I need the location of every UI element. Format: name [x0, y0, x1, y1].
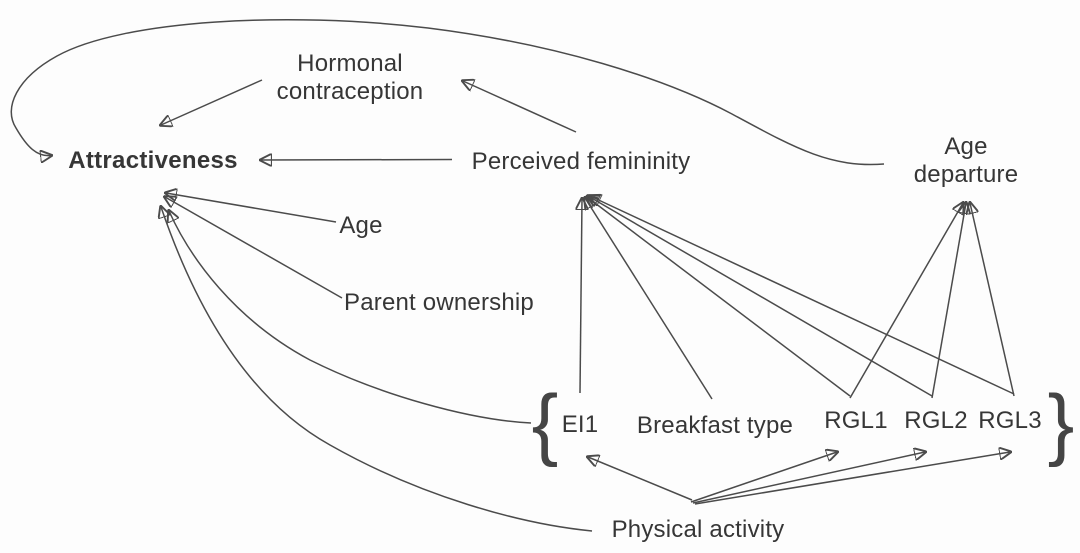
brace-left: { [531, 378, 559, 468]
edge-pf-to-hc [463, 81, 577, 133]
edge-rgl3-to-pf [590, 196, 1015, 395]
edge-pa-to-rgl3 [694, 452, 1010, 505]
node-physical-activity: Physical activity [611, 516, 785, 543]
node-rgl3: RGL3 [978, 407, 1042, 434]
node-rgl2: RGL2 [904, 407, 968, 434]
node-rgl1: RGL1 [824, 407, 888, 434]
node-hormonal-contraception: Hormonal contraception [276, 50, 424, 105]
brace-right: } [1047, 378, 1075, 468]
edge-pa-to-attractiveness [161, 207, 593, 532]
edge-hc-to-attractiveness [161, 79, 263, 125]
node-attractiveness: Attractiveness [68, 147, 238, 174]
edge-agedep-to-attractiveness [10, 18, 885, 166]
edge-ei1-to-pf [580, 199, 582, 394]
node-ei1: EI1 [561, 411, 599, 438]
edge-pa-to-ei1 [588, 457, 693, 501]
node-parent-ownership: Parent ownership [344, 289, 534, 316]
edge-rgl1-to-pf [587, 197, 851, 397]
edge-pa-to-rgl1 [690, 452, 837, 503]
node-perceived-femininity: Perceived femininity [471, 148, 691, 175]
edge-parent-to-attractiveness [165, 197, 343, 299]
edge-rgl1-to-agedep [849, 203, 963, 399]
edge-age-to-attractiveness [166, 193, 337, 223]
edge-rgl3-to-agedep [970, 203, 1015, 397]
edge-rgl2-to-agedep [931, 203, 966, 399]
edge-rgl2-to-pf [588, 196, 933, 397]
edge-group-to-attractiveness [169, 211, 532, 424]
node-age-departure: Age departure [913, 133, 1019, 188]
edge-pa-to-rgl2 [692, 452, 925, 504]
node-breakfast-type: Breakfast type [636, 412, 794, 439]
node-age: Age [339, 212, 383, 239]
edge-breakfast-to-pf [585, 198, 713, 400]
edge-pf-to-attractiveness [261, 160, 453, 161]
